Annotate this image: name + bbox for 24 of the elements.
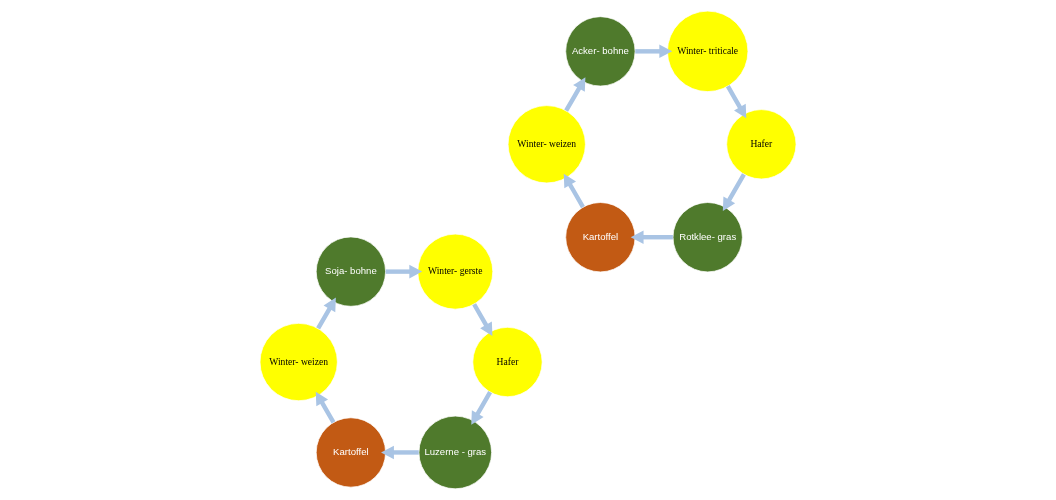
arrow <box>725 85 747 119</box>
node-circle: Kartoffel <box>565 202 636 273</box>
node-circle: Hafer <box>472 326 543 398</box>
node-circle: Winter- weizen <box>507 105 586 184</box>
node-circle: Acker- bohne <box>565 16 636 87</box>
arrow <box>563 173 585 209</box>
arrow <box>630 230 673 244</box>
arrow <box>722 173 746 211</box>
arrow <box>385 264 423 279</box>
arrow <box>315 391 336 424</box>
node-circle: Hafer <box>726 109 797 180</box>
arrow <box>635 44 673 59</box>
arrow <box>316 297 336 330</box>
node-circle: Soja- bohne <box>315 236 386 307</box>
node-circle: Kartoffel <box>315 417 386 488</box>
node-circle: Winter- weizen <box>259 323 338 402</box>
node-circle: Rotklee- gras <box>672 202 743 273</box>
arrow <box>381 445 419 460</box>
node-circle: Luzerne - gras <box>418 415 492 490</box>
node-circle: Winter- gerste <box>417 233 494 310</box>
arrow <box>564 77 586 112</box>
arrow <box>472 303 493 336</box>
arrow <box>471 391 492 425</box>
node-circle: Winter- triticale <box>667 10 749 92</box>
